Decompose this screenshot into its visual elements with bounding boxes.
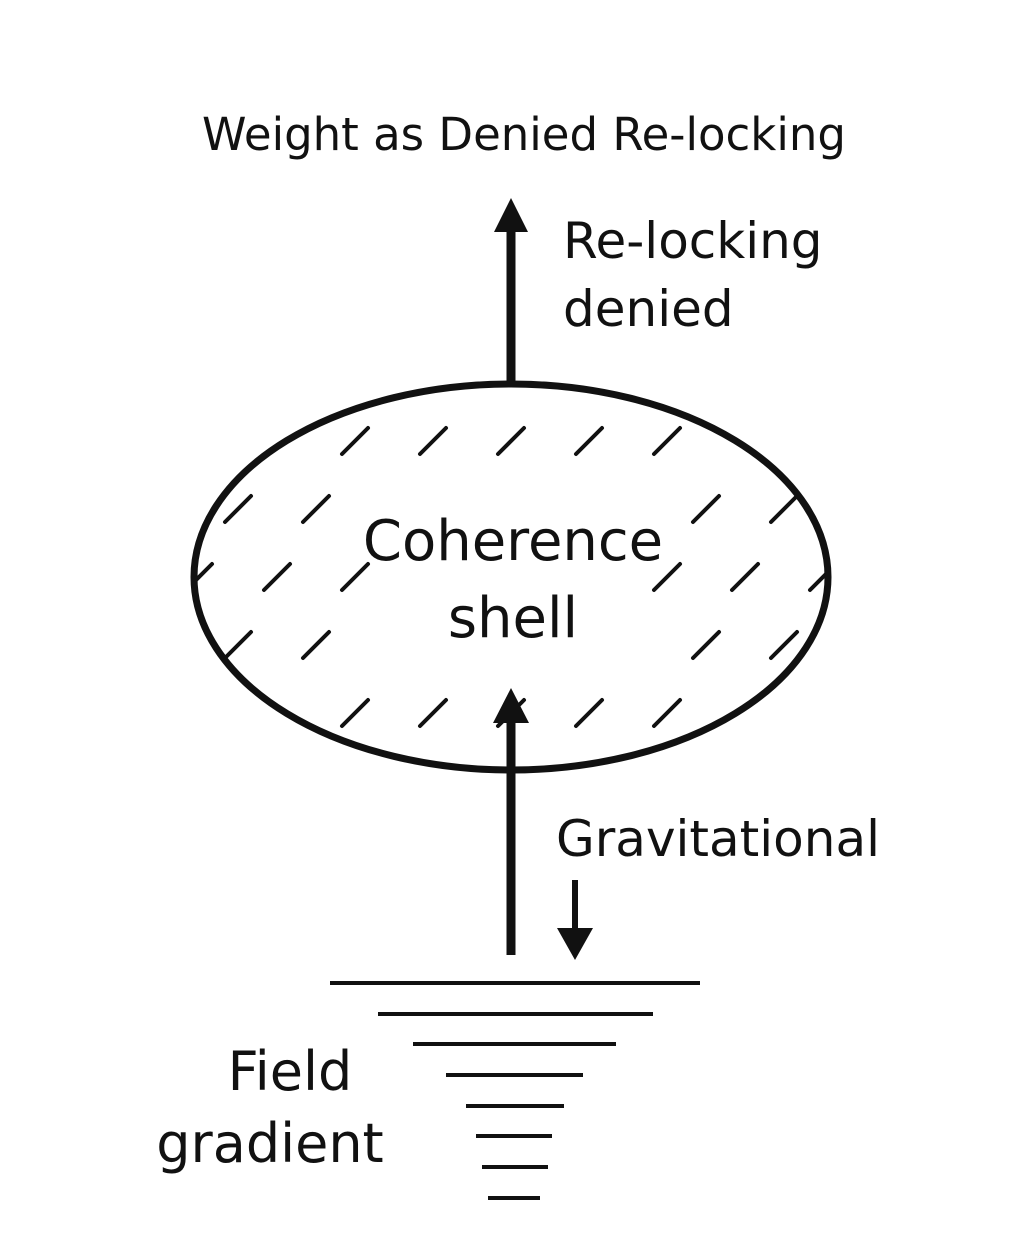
gravitational-label: Gravitational	[556, 810, 880, 868]
hatch-mark-22	[574, 698, 604, 728]
hatch-mark-20	[418, 698, 448, 728]
hatch-mark-10	[262, 562, 292, 592]
hatch-mark-13	[730, 562, 760, 592]
hatch-mark-19	[340, 698, 370, 728]
field-arrow-head	[493, 688, 529, 723]
hatch-mark-11	[340, 562, 370, 592]
hatch-mark-14	[808, 562, 828, 592]
hatch-mark-8	[769, 494, 799, 524]
hatch-mark-5	[223, 494, 253, 524]
shell-label-line1: Coherence	[363, 509, 663, 574]
relocking-arrow-head	[494, 198, 528, 232]
hatch-mark-1	[418, 426, 448, 456]
hatch-mark-2	[496, 426, 526, 456]
hatch-mark-16	[301, 630, 331, 660]
hatch-mark-7	[691, 494, 721, 524]
hatch-mark-9	[194, 562, 214, 592]
field-gradient-lines	[330, 981, 700, 1200]
hatch-mark-6	[301, 494, 331, 524]
hatch-mark-0	[340, 426, 370, 456]
hatch-mark-15	[223, 630, 253, 660]
diagram-title: Weight as Denied Re-locking	[202, 108, 846, 161]
hatch-mark-18	[769, 630, 799, 660]
hatch-mark-4	[652, 426, 682, 456]
hatch-mark-3	[574, 426, 604, 456]
hatch-mark-12	[652, 562, 682, 592]
relocking-label-line1: Re-locking	[563, 212, 823, 270]
field-label-line2: gradient	[156, 1112, 383, 1175]
field-label-line1: Field	[228, 1040, 353, 1103]
gravity-arrow-head	[557, 928, 593, 960]
relocking-label-line2: denied	[563, 280, 734, 338]
shell-label-line2: shell	[448, 586, 578, 651]
hatch-mark-17	[691, 630, 721, 660]
hatch-mark-23	[652, 698, 682, 728]
